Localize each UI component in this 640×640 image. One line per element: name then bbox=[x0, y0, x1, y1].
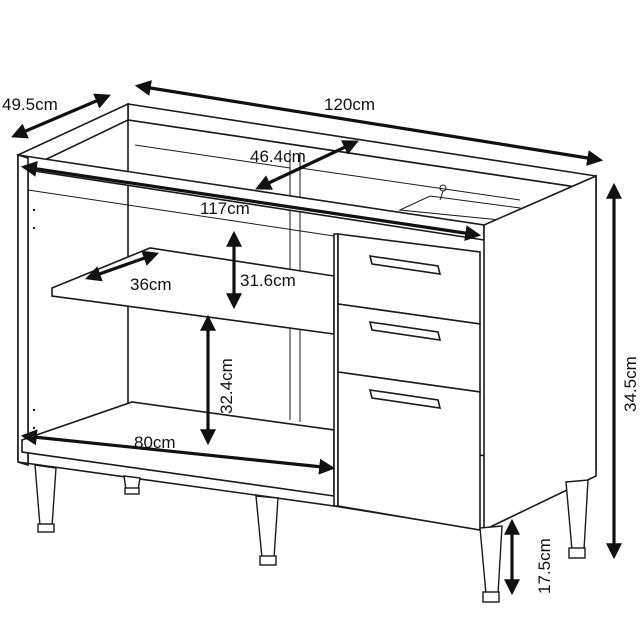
dimension-labels: 49.5cm 120cm 46.4cm 117cm 36cm 31.6cm 32… bbox=[2, 95, 640, 594]
inner-width-arrow bbox=[20, 160, 482, 242]
drawer-bottom-handle bbox=[368, 389, 442, 409]
body-height-label: 34.5cm bbox=[621, 356, 640, 412]
upper-height-label: 31.6cm bbox=[240, 271, 296, 290]
width-arrow bbox=[134, 80, 604, 166]
leg-front-right bbox=[479, 525, 503, 595]
drawers bbox=[337, 233, 481, 531]
inner-width-label: 117cm bbox=[200, 199, 250, 218]
right-side-panel bbox=[483, 174, 597, 532]
leg-back-right bbox=[565, 479, 589, 551]
drawer-middle-handle bbox=[368, 321, 442, 341]
shelf-pin-holes bbox=[32, 208, 36, 430]
leg-front-left bbox=[34, 464, 57, 527]
bottom-width-label: 80cm bbox=[134, 433, 176, 452]
leg-height-label: 17.5cm bbox=[535, 538, 554, 594]
width-label: 120cm bbox=[324, 95, 375, 114]
dimension-arrows bbox=[11, 80, 622, 596]
shelf-depth-arrow bbox=[84, 250, 160, 282]
inner-depth-label: 46.4cm bbox=[250, 147, 306, 166]
lower-height-label: 32.4cm bbox=[217, 358, 236, 414]
depth-label: 49.5cm bbox=[2, 95, 58, 114]
drawer-top-handle bbox=[368, 255, 442, 275]
depth-arrow bbox=[11, 93, 111, 139]
shelf-depth-label: 36cm bbox=[130, 275, 172, 294]
leg-front-middle bbox=[255, 495, 279, 559]
bottom-width-arrow bbox=[20, 429, 336, 475]
front-left-upright bbox=[17, 153, 29, 467]
legs bbox=[34, 464, 589, 603]
